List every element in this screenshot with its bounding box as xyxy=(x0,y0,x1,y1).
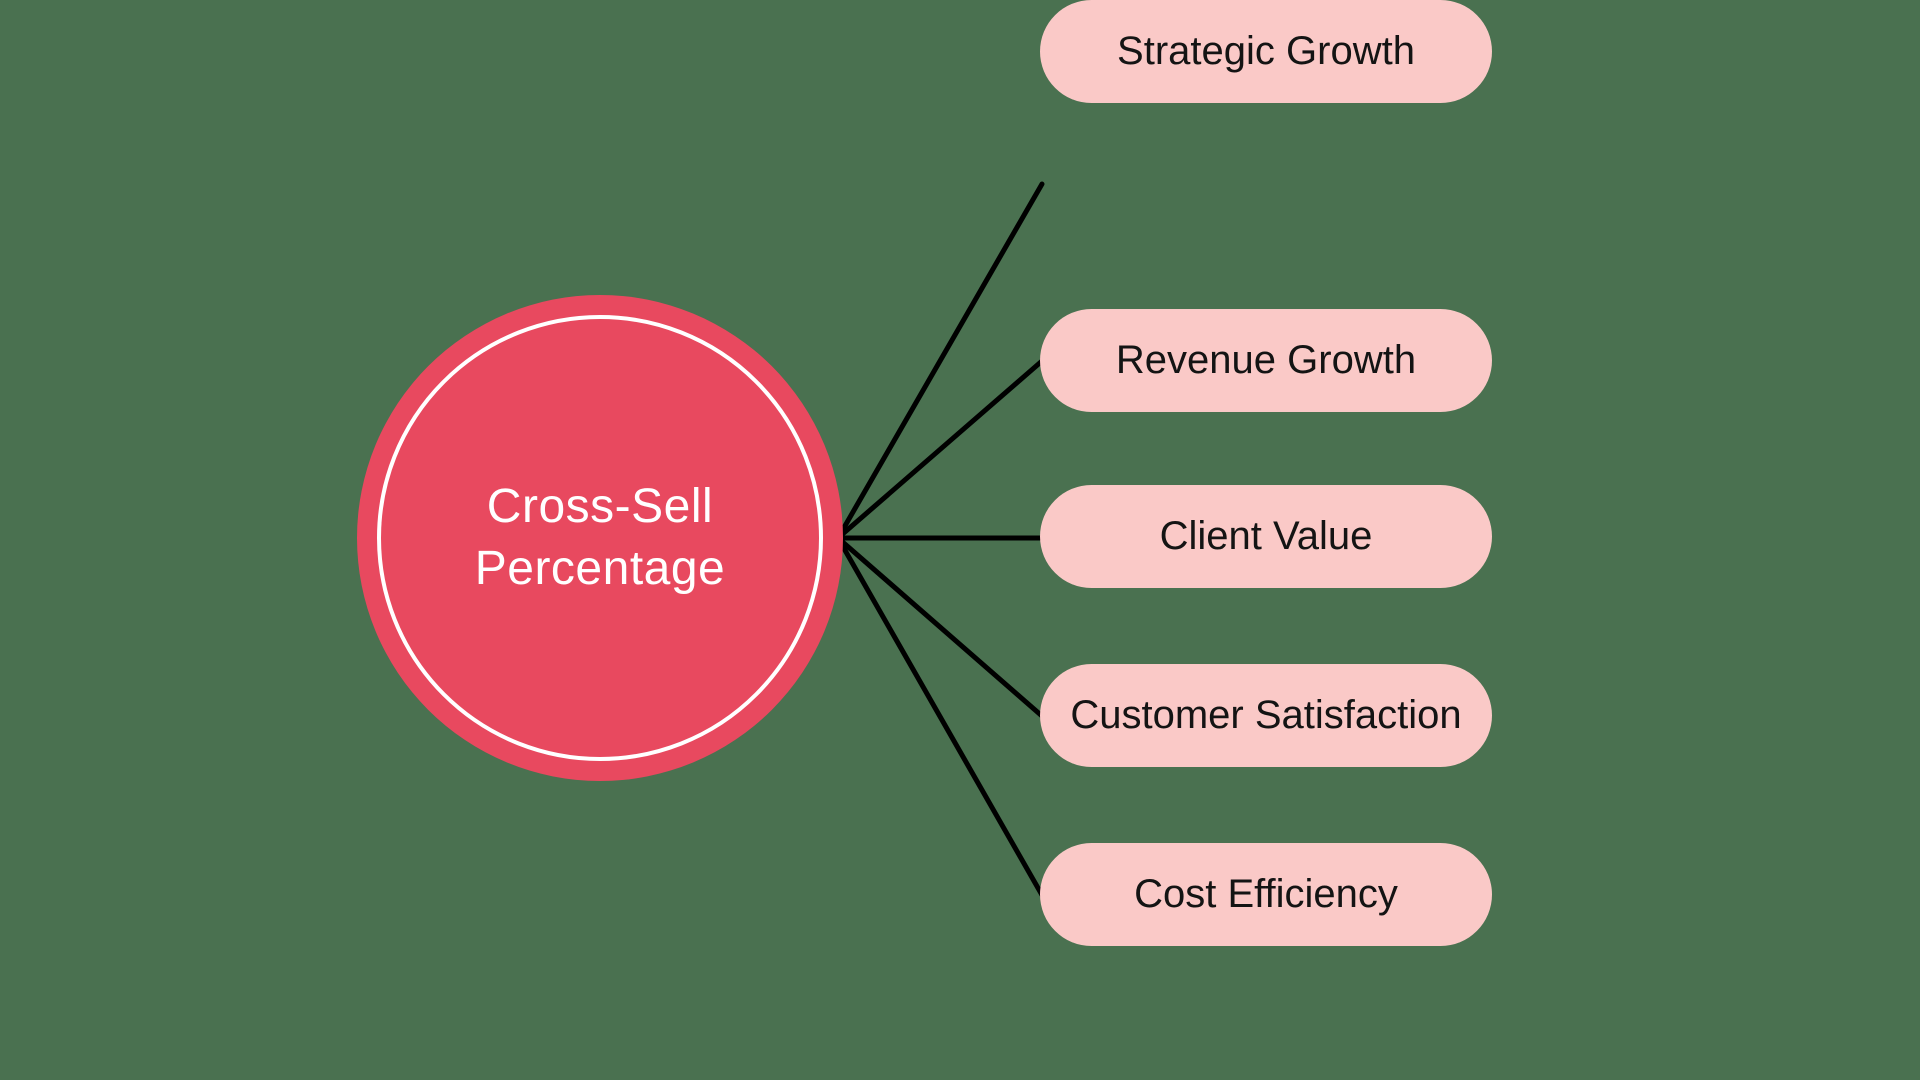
branch-node-cost-efficiency: Cost Efficiency xyxy=(1040,843,1492,946)
branch-node-revenue-growth: Revenue Growth xyxy=(1040,309,1492,412)
branch-node-client-value: Client Value xyxy=(1040,485,1492,588)
connector-line-strategic-growth xyxy=(835,535,1045,898)
connector-line-revenue-growth xyxy=(835,181,1045,541)
branch-node-label: Strategic Growth xyxy=(1117,29,1415,73)
branch-node-label: Cost Efficiency xyxy=(1134,872,1398,916)
branch-node-label: Revenue Growth xyxy=(1115,338,1417,382)
center-node-label: Cross-Sell Percentage xyxy=(475,476,726,601)
center-node: Cross-Sell Percentage xyxy=(357,295,843,781)
center-node-label-line2: Percentage xyxy=(474,542,726,595)
branch-node-strategic-growth: Strategic Growth xyxy=(1040,0,1492,103)
branch-node-label: Customer Satisfaction xyxy=(1070,693,1462,737)
branch-node-customer-satisfaction: Customer Satisfaction xyxy=(1040,664,1492,767)
connector-line-cost-efficiency xyxy=(835,535,1045,719)
connector-line-client-value xyxy=(835,358,1045,541)
center-node-label-line1: Cross-Sell xyxy=(486,479,714,533)
branch-node-label: Client Value xyxy=(1159,514,1373,558)
